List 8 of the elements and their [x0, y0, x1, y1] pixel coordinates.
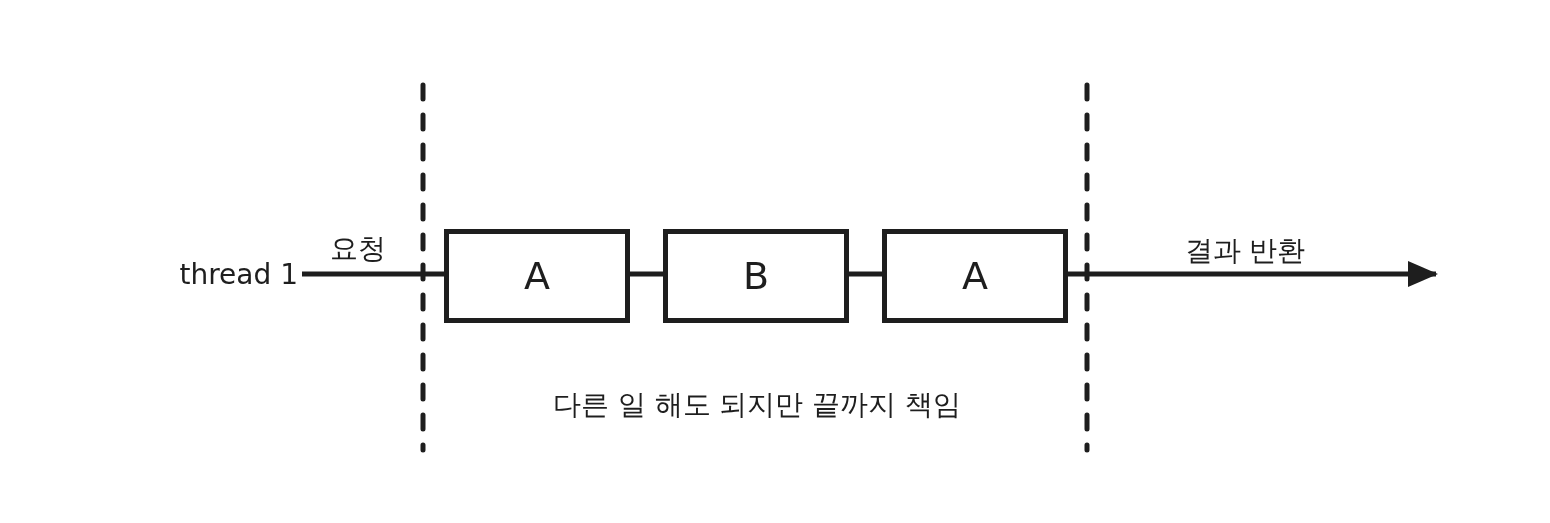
process-box: A — [882, 229, 1068, 323]
process-box: B — [663, 229, 849, 323]
connector-line — [630, 271, 663, 277]
process-box: A — [444, 229, 630, 323]
thread-label: thread 1 — [120, 252, 298, 296]
arrow — [1068, 261, 1438, 287]
connector-line — [849, 271, 882, 277]
connector-line — [302, 271, 444, 277]
